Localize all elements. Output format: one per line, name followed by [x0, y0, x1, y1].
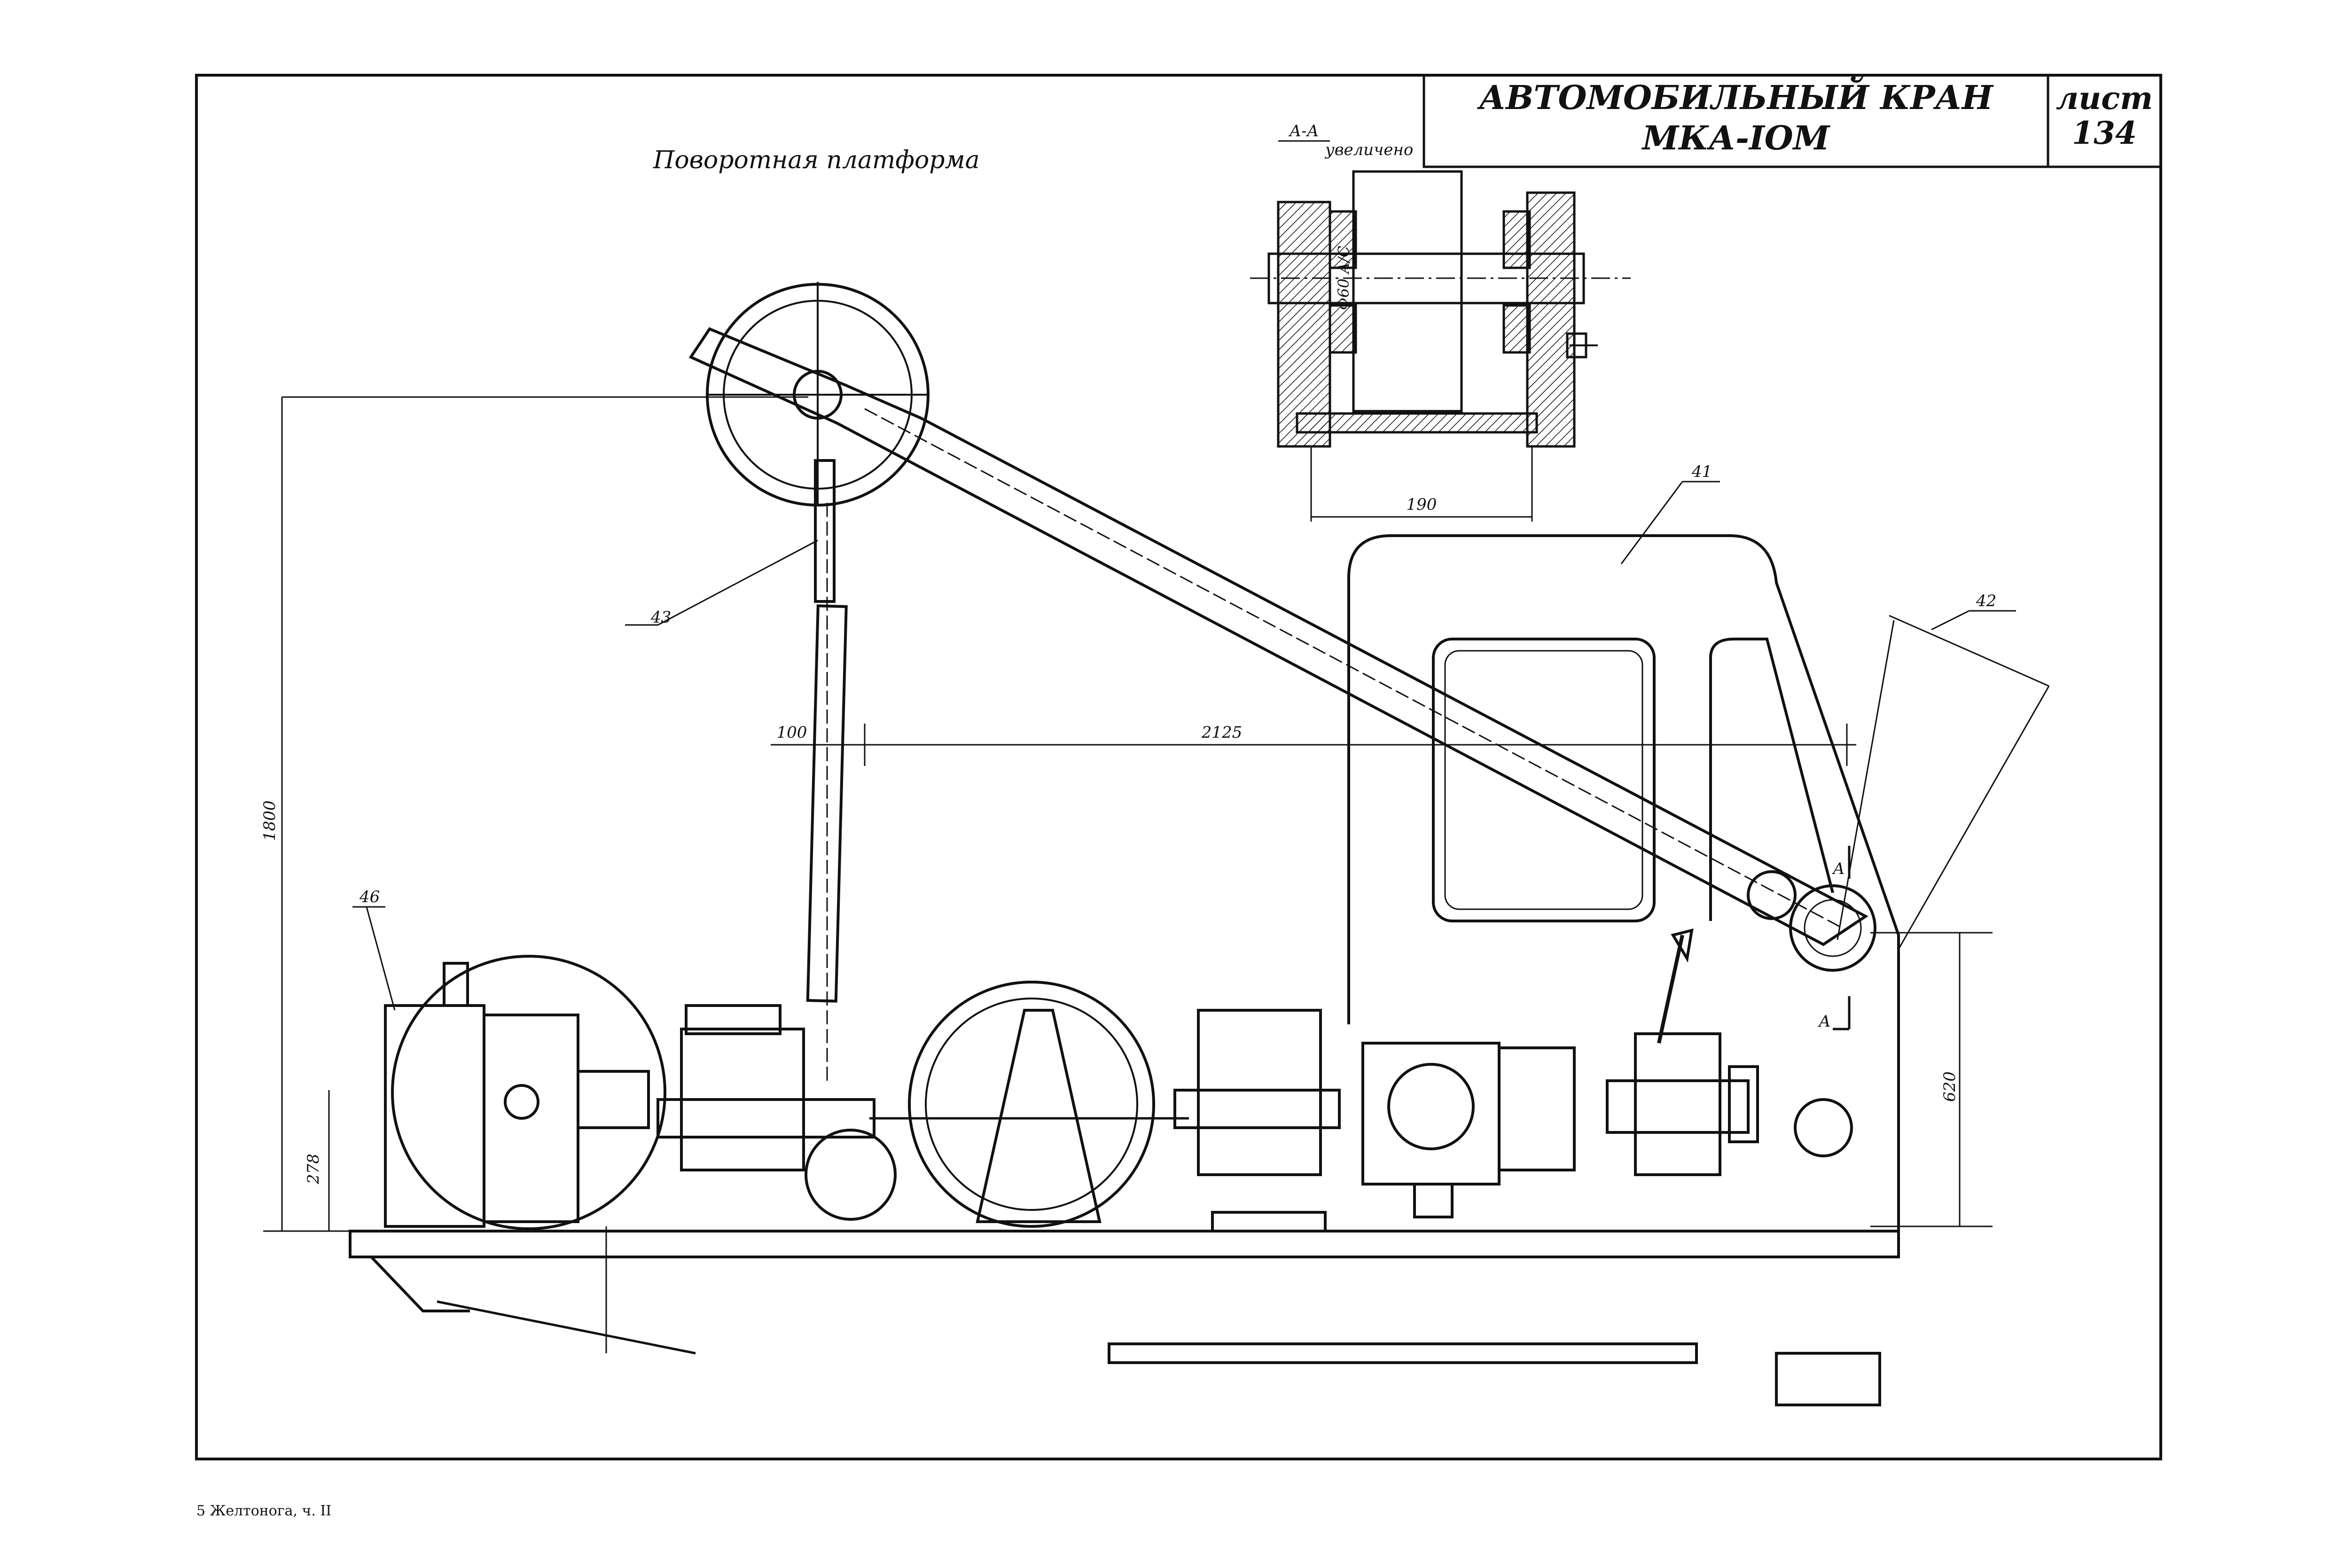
operator-cab: [1347, 534, 1900, 1231]
section-mark-top: А: [1832, 859, 1845, 878]
callout-42: 42: [1976, 592, 1996, 610]
section-shaft-dim: Ф60 А/С: [1335, 246, 1352, 310]
hydraulic-strut: [806, 459, 848, 1081]
sheet-label: лист: [2056, 80, 2153, 117]
sheet-number: 134: [2072, 115, 2137, 151]
dim-height-low: 278: [304, 1154, 323, 1185]
section-label: А-А: [1289, 122, 1319, 140]
gearbox: [1361, 1042, 1576, 1218]
footer-note: 5 Желтонога, ч. II: [196, 1503, 332, 1519]
boom-assembly: [688, 282, 1876, 972]
title-block: АВТОМОБИЛЬНЫЙ КРАН МКА-IOM лист 134: [1423, 74, 2162, 168]
callout-41: 41: [1691, 462, 1712, 481]
title-line-1: АВТОМОБИЛЬНЫЙ КРАН: [1477, 76, 1993, 117]
callouts: 41 43 42 46: [352, 462, 2050, 1011]
section-view-a-a: А-А увеличено Ф60 А/С 190: [1250, 122, 1631, 522]
dim-horiz-offset: 100: [777, 723, 807, 742]
left-winch-drum: [391, 955, 666, 1230]
control-lever-and-drive: [1606, 928, 1853, 1176]
callout-46: 46: [359, 888, 380, 906]
right-dimensions: 620: [1870, 932, 1993, 1227]
tank: [384, 962, 485, 1228]
section-mark-bottom: А: [1818, 1012, 1831, 1031]
central-winch-drum: [805, 981, 1189, 1228]
section-note: увеличено: [1324, 140, 1413, 159]
dim-height-total: 1800: [260, 800, 279, 841]
dim-horiz-span: 2125: [1201, 723, 1243, 742]
base-frame: [349, 1226, 1900, 1406]
horizontal-dimensions: 100 2125: [771, 723, 1856, 766]
section-cut-marks: А А: [1818, 846, 1851, 1031]
view-caption: Поворотная платформа: [653, 146, 980, 174]
dim-height-right: 620: [1940, 1071, 1959, 1102]
reducer-1: [657, 1004, 875, 1171]
sheet-frame: [195, 74, 2162, 1460]
left-dimensions: 1800 278: [260, 396, 808, 1232]
title-line-2: МКА-IOM: [1641, 118, 1831, 157]
reducer-2: [1173, 1009, 1341, 1233]
callout-43: 43: [650, 608, 671, 627]
section-width-dim: 190: [1407, 495, 1437, 514]
